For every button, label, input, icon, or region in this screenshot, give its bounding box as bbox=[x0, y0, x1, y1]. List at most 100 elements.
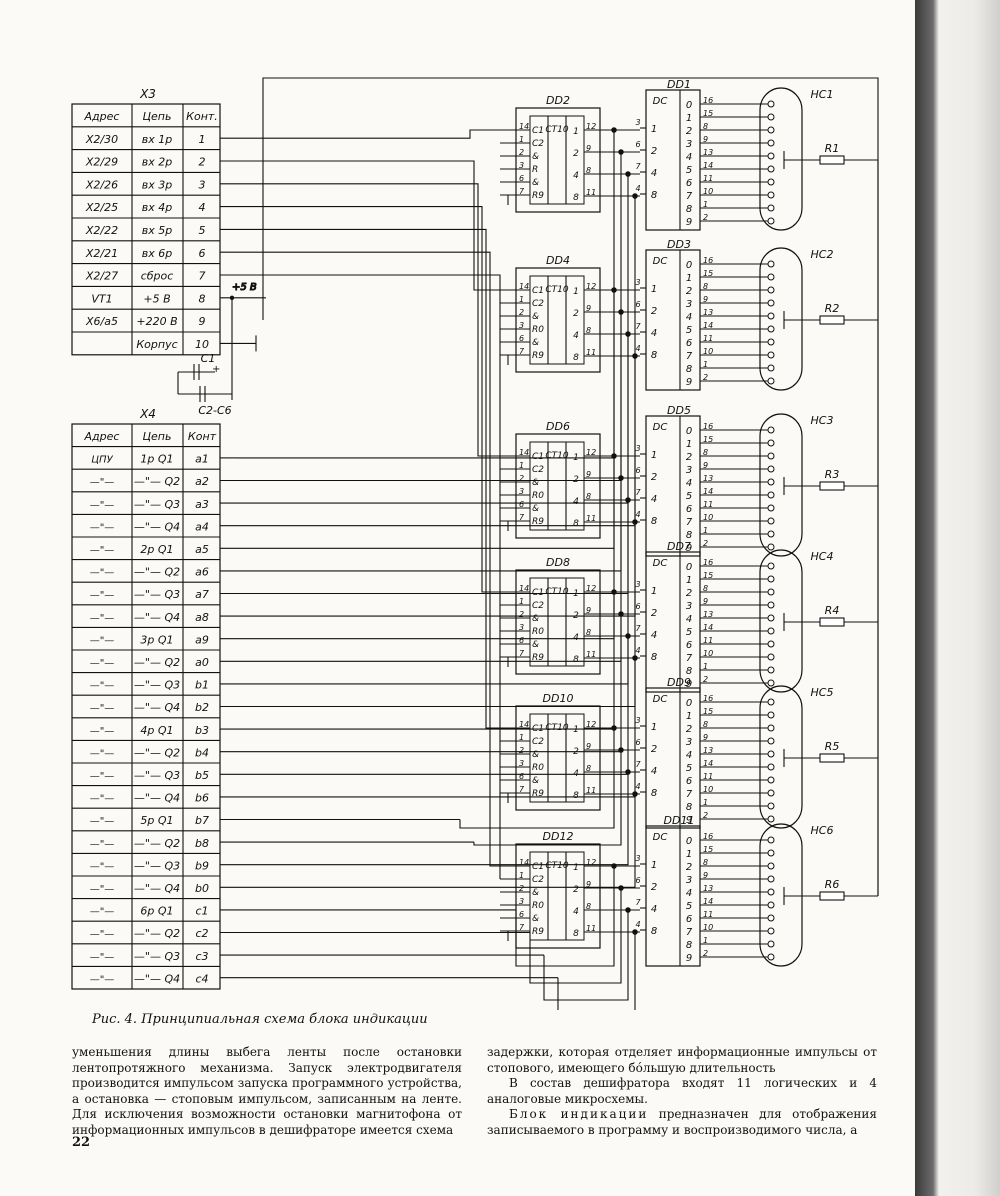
x4-cell-contact: b1 bbox=[195, 679, 209, 692]
counter-chip-type: СТ10 bbox=[545, 861, 569, 871]
x3-title: X3 bbox=[139, 87, 156, 101]
counter-pin-label: & bbox=[532, 776, 539, 786]
counter-pin-number: 7 bbox=[519, 187, 525, 196]
counter-output-label: 1 bbox=[573, 863, 579, 873]
counter-output-route bbox=[278, 196, 636, 527]
x4-cell-contact: а5 bbox=[195, 543, 209, 556]
x4-cell-circuit: —"— Q2 bbox=[134, 837, 180, 850]
indicator-pin bbox=[767, 711, 775, 719]
x3-cell-circuit: вх 2р bbox=[142, 156, 172, 169]
decoder-input-pin: 3 bbox=[635, 580, 640, 589]
decoder-input-pin: 7 bbox=[635, 624, 641, 633]
indicator-pin bbox=[767, 640, 775, 648]
x3-cell-address: VT1 bbox=[91, 292, 112, 305]
decoder-output-pin: 2 bbox=[703, 539, 708, 548]
decoder-output-pin: 13 bbox=[703, 474, 713, 483]
x3-cell-contact: 8 bbox=[199, 292, 206, 305]
decoder-output-label: 2 bbox=[686, 452, 692, 463]
counter-output-route bbox=[334, 356, 636, 617]
counter-pin-number: 14 bbox=[519, 720, 529, 729]
decoder-input-label: 8 bbox=[651, 516, 657, 527]
x4-cell-contact: а8 bbox=[195, 611, 209, 624]
counter-chip-label: DD4 bbox=[546, 254, 570, 267]
indicator-pin bbox=[767, 113, 775, 121]
x4-cell-circuit: —"— Q3 bbox=[134, 950, 180, 963]
decoder-chip-type: DC bbox=[653, 96, 668, 107]
indicator-pin bbox=[767, 849, 775, 857]
counter-output-route bbox=[306, 312, 622, 572]
indicator-pin bbox=[767, 802, 775, 810]
counter-output-label: 2 bbox=[573, 885, 579, 895]
decoder-output-label: 6 bbox=[686, 504, 692, 515]
counter-pin-label: C1 bbox=[532, 126, 544, 136]
x4-cell-circuit: —"— Q3 bbox=[134, 859, 180, 872]
counter-pin-number: 14 bbox=[519, 282, 529, 291]
decoder-output-label: 5 bbox=[686, 901, 692, 912]
decoder-output-label: 2 bbox=[686, 286, 692, 297]
x3-cell-circuit: вх 5р bbox=[142, 224, 172, 237]
counter-pin-number: 14 bbox=[519, 584, 529, 593]
indicator-pin bbox=[767, 679, 775, 687]
decoder-output-label: 9 bbox=[686, 815, 692, 826]
x4-cell-address: —"— bbox=[90, 590, 115, 601]
reset-bus bbox=[220, 274, 501, 879]
counter-pin-label: R0 bbox=[532, 901, 544, 911]
counter-chip-body bbox=[515, 267, 601, 373]
counter-output-label: 8 bbox=[573, 519, 579, 529]
decoder-input-pin: 3 bbox=[635, 854, 640, 863]
x4-cell-circuit: —"— Q2 bbox=[134, 656, 180, 669]
decoder-input-label: 2 bbox=[651, 472, 657, 483]
counter-output-pin: 12 bbox=[586, 584, 596, 593]
indicator-label: HC5 bbox=[811, 686, 834, 699]
indicator-pin bbox=[767, 491, 775, 499]
decoder-output-pin: 10 bbox=[703, 923, 713, 932]
x4-cell-circuit: —"— Q4 bbox=[134, 701, 180, 714]
indicator-pin bbox=[767, 452, 775, 460]
decoder-chip-label: DD7 bbox=[667, 540, 691, 553]
x4-cell-circuit: —"— Q4 bbox=[134, 611, 180, 624]
counter-pin-label: & bbox=[532, 888, 539, 898]
indicator-pin bbox=[767, 273, 775, 281]
x3-cell-contact: 4 bbox=[199, 201, 206, 214]
counter-output-label: 4 bbox=[573, 171, 579, 181]
counter-output-pin: 12 bbox=[586, 448, 596, 457]
indicator-pin bbox=[767, 750, 775, 758]
x4-cell-contact: а4 bbox=[195, 520, 209, 533]
decoder-output-pin: 14 bbox=[703, 759, 713, 768]
x4-cell-contact: b3 bbox=[195, 724, 209, 737]
counter-pin-label: C1 bbox=[532, 286, 544, 296]
decoder-output-label: 0 bbox=[686, 260, 692, 271]
counter-pin-label: C2 bbox=[532, 737, 544, 747]
x4-cell-address: —"— bbox=[90, 748, 115, 759]
x3-cell-contact: 5 bbox=[199, 224, 206, 237]
counter-output-route bbox=[515, 866, 615, 967]
x4-cell-circuit: —"— Q2 bbox=[134, 475, 180, 488]
indicator-pin bbox=[767, 914, 775, 922]
decoder-input-pin: 3 bbox=[635, 444, 640, 453]
indicator-pin bbox=[767, 862, 775, 870]
counter-pin-label: & bbox=[532, 478, 539, 488]
counter-pin-number: 6 bbox=[519, 772, 524, 781]
counter-pin-label: R0 bbox=[532, 627, 544, 637]
counter-pin-label: R0 bbox=[532, 491, 544, 501]
counter-pin-number: 3 bbox=[519, 321, 524, 330]
decoder-input-pin: 7 bbox=[635, 322, 641, 331]
counter-output-route bbox=[320, 334, 629, 595]
indicator-pin bbox=[767, 543, 775, 551]
decoder-output-pin: 2 bbox=[703, 373, 708, 382]
decoder-chip-label: DD3 bbox=[667, 238, 691, 251]
x4-cell-circuit: —"— Q3 bbox=[134, 679, 180, 692]
counter-output-pin: 9 bbox=[586, 606, 591, 615]
decoder-output-label: 7 bbox=[686, 653, 693, 664]
x4-cell-address: —"— bbox=[90, 681, 115, 692]
counter-pin-number: 2 bbox=[519, 610, 524, 619]
decoder-output-pin: 8 bbox=[703, 858, 708, 867]
x3-table-border bbox=[71, 103, 221, 356]
indicator-pin bbox=[767, 737, 775, 745]
capacitor-label: C2-C6 bbox=[198, 404, 231, 417]
